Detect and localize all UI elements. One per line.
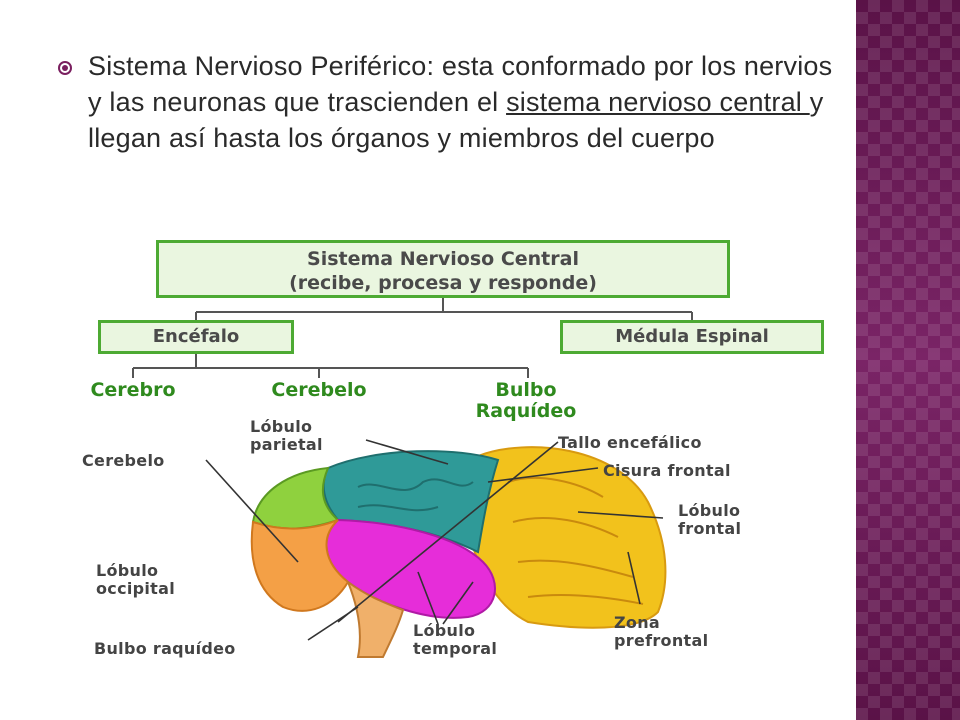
- hierarchy-connectors: [132, 298, 693, 378]
- snc-subtitle: (recibe, procesa y responde): [289, 272, 597, 294]
- bulbo-line1: Bulbo: [495, 379, 557, 401]
- lobulo-frontal-label: Lóbulo frontal: [678, 502, 741, 538]
- lobulo-frontal-line2: frontal: [678, 519, 742, 538]
- lobulo-parietal-label: Lóbulo parietal: [250, 418, 323, 454]
- brain-illustration: [205, 439, 667, 658]
- bullet-item: Sistema Nervioso Periférico: esta confor…: [58, 48, 848, 156]
- lobulo-temporal-line2: temporal: [413, 639, 498, 658]
- lobulo-occipital-label: Lóbulo occipital: [96, 562, 175, 598]
- lobulo-temporal-line1: Lóbulo: [413, 621, 476, 640]
- bullet-text-tail: y llegan así hasta los órganos y miembro…: [88, 87, 824, 153]
- lobulo-occipital-line2: occipital: [96, 579, 176, 598]
- snc-title: Sistema Nervioso Central: [307, 248, 579, 270]
- nervous-system-diagram: Sistema Nervioso Central (recibe, proces…: [58, 232, 848, 672]
- zona-prefrontal-label: Zona prefrontal: [614, 614, 708, 650]
- decorative-side-band: [856, 0, 960, 720]
- cerebelo-category-label: Cerebelo: [271, 379, 367, 401]
- lobulo-parietal-line1: Lóbulo: [250, 417, 313, 436]
- encefalo-box: Encéfalo: [98, 320, 294, 354]
- label-leader-lines: [205, 439, 664, 641]
- bulbo-raquideo-category-label: Bulbo Raquídeo: [456, 380, 596, 422]
- lobulo-occipital-line1: Lóbulo: [96, 561, 159, 580]
- tallo-encefalico-label: Tallo encefálico: [558, 433, 702, 452]
- medula-espinal-box: Médula Espinal: [560, 320, 824, 354]
- lobulo-frontal-line1: Lóbulo: [678, 501, 741, 520]
- snc-box: Sistema Nervioso Central (recibe, proces…: [156, 240, 730, 298]
- zona-prefrontal-line1: Zona: [614, 613, 660, 632]
- brainstem-shape: [345, 579, 405, 658]
- lobulo-parietal-line2: parietal: [250, 435, 323, 454]
- cerebro-label: Cerebro: [90, 379, 176, 401]
- lobulo-temporal-label: Lóbulo temporal: [413, 622, 497, 658]
- sistema-nervioso-central-link[interactable]: sistema nervioso central: [506, 87, 810, 117]
- diagram-graphics: [132, 298, 693, 658]
- bullet-text-lead: Sistema Nervioso Periférico: esta confor…: [88, 51, 833, 117]
- bulbo-raquideo-brain-label: Bulbo raquídeo: [94, 639, 236, 658]
- cerebelo-brain-label: Cerebelo: [82, 451, 165, 470]
- cisura-frontal-label: Cisura frontal: [603, 461, 731, 480]
- zona-prefrontal-line2: prefrontal: [614, 631, 709, 650]
- bullet-circle-icon: [58, 61, 72, 75]
- bulbo-line2: Raquídeo: [475, 400, 577, 422]
- bullet-text: Sistema Nervioso Periférico: esta confor…: [88, 48, 848, 156]
